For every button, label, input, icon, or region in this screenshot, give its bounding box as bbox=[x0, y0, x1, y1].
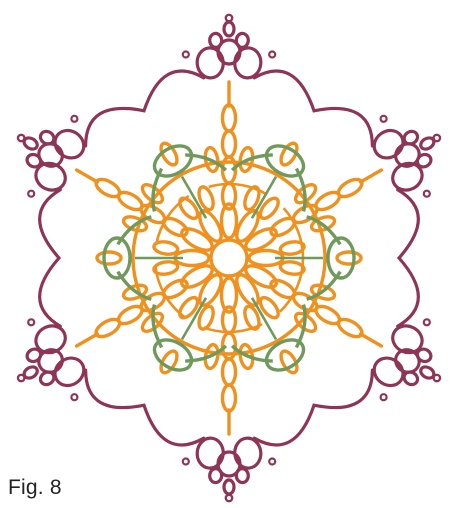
green-ring bbox=[104, 238, 130, 278]
arm-chain bbox=[361, 334, 382, 346]
arm-ring bbox=[223, 385, 236, 411]
picot bbox=[28, 191, 34, 197]
cluster-small-ring bbox=[209, 468, 222, 483]
picot bbox=[381, 116, 387, 122]
lattice-ring bbox=[257, 295, 281, 321]
lattice-ring bbox=[337, 252, 361, 264]
arm-ring bbox=[93, 176, 122, 200]
arm-chain bbox=[361, 170, 382, 182]
middle-round bbox=[104, 140, 354, 377]
cluster-ring bbox=[388, 159, 426, 195]
arm-ring bbox=[223, 359, 236, 385]
figure-caption: Fig. 8 bbox=[8, 476, 62, 500]
cluster-ring bbox=[233, 47, 262, 79]
corner-cluster bbox=[18, 319, 89, 400]
corner-cluster bbox=[183, 15, 275, 79]
arm-ring bbox=[336, 316, 365, 340]
picot bbox=[424, 191, 430, 197]
arm-chain bbox=[77, 334, 98, 346]
picot bbox=[28, 319, 34, 325]
lattice-ring bbox=[257, 195, 281, 221]
inner-arm bbox=[204, 307, 255, 434]
picot bbox=[269, 52, 275, 58]
inner-arm bbox=[204, 82, 255, 209]
corner-cluster bbox=[183, 437, 275, 501]
green-ring bbox=[328, 238, 354, 278]
lattice-ring bbox=[176, 295, 200, 321]
cluster-small-ring bbox=[236, 33, 249, 48]
picot bbox=[71, 116, 77, 122]
picot bbox=[381, 394, 387, 400]
cluster-tip-ring bbox=[224, 480, 234, 494]
cluster-ring bbox=[233, 437, 262, 469]
picot bbox=[226, 15, 232, 21]
picot bbox=[424, 319, 430, 325]
cluster-tip-ring bbox=[224, 22, 234, 36]
arm-chain bbox=[77, 170, 98, 182]
cluster-ring bbox=[388, 321, 426, 357]
cluster-ring bbox=[196, 437, 225, 469]
picot bbox=[226, 495, 232, 501]
picot bbox=[434, 135, 440, 141]
center-ring bbox=[211, 240, 247, 276]
corner-cluster bbox=[18, 116, 89, 197]
cluster-ring bbox=[32, 159, 70, 195]
inner-round bbox=[77, 82, 382, 434]
picot bbox=[434, 375, 440, 381]
lattice-ring bbox=[97, 252, 121, 264]
picot bbox=[18, 375, 24, 381]
picot bbox=[183, 52, 189, 58]
arm-ring bbox=[336, 176, 365, 200]
arm-ring bbox=[223, 105, 236, 131]
cluster-ring bbox=[196, 47, 225, 79]
lattice-ring bbox=[153, 240, 179, 256]
cluster-small-ring bbox=[236, 468, 249, 483]
cluster-small-ring bbox=[209, 33, 222, 48]
picot bbox=[269, 459, 275, 465]
corner-cluster bbox=[369, 319, 440, 400]
arm-ring bbox=[93, 316, 122, 340]
picot bbox=[183, 459, 189, 465]
lattice-ring bbox=[176, 195, 200, 221]
picot bbox=[18, 135, 24, 141]
cluster-ring bbox=[32, 321, 70, 357]
arm-ring bbox=[223, 131, 236, 157]
corner-cluster bbox=[369, 116, 440, 197]
picot bbox=[71, 394, 77, 400]
